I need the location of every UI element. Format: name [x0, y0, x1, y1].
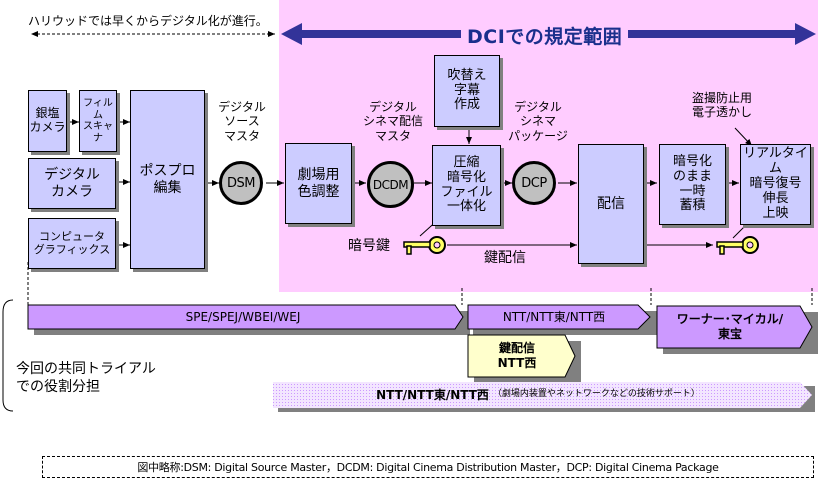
computer-graphics-box: コンピュータ グラフィックス [28, 218, 116, 269]
key-icon [403, 236, 446, 255]
role-bar-theaters [656, 305, 818, 354]
key-icon [716, 236, 759, 255]
postpro-edit-box: ポスプロ 編集 [130, 90, 205, 269]
role-key-delivery-text: 鍵配信 NTT西 [497, 341, 537, 370]
role-bar-key-delivery [467, 334, 581, 383]
watermark-label: 盗撮防止用 電子透かし [691, 91, 752, 120]
dcp-circle: DCP [512, 161, 556, 205]
dsm-caption: デジタル ソース マスタ [218, 100, 266, 143]
tech-support-note: （劇場内装置やネットワークなどの技術サポート） [492, 389, 700, 400]
tech-support-companies: NTT/NTT東/NTT西 [376, 387, 489, 402]
role-bar-studios [27, 304, 470, 335]
film-scanner-box: フィルム スキャナ [79, 90, 117, 152]
store-encrypted-box: 暗号化 のまま 一時 蓄積 [659, 144, 726, 225]
dsm-circle: DSM [219, 161, 263, 205]
distribution-box: 配信 [578, 144, 644, 264]
dubbing-subtitles-box: 吹替え 字幕 作成 [434, 55, 500, 127]
abbreviation-footnote: 図中略称:DSM: Digital Source Master，DCDM: Di… [42, 456, 814, 478]
role-tech-support-text: NTT/NTT東/NTT西 （劇場内装置やネットワークなどの技術サポート） [273, 382, 803, 408]
color-grading-box: 劇場用 色調整 [285, 143, 352, 224]
silver-halide-camera-box: 銀塩 カメラ [28, 90, 67, 152]
roles-section-label: 今回の共同トライアル での役割分担 [16, 361, 156, 395]
digital-camera-box: デジタル カメラ [28, 158, 116, 209]
dci-scope-title: DCIでの規定範囲 [461, 22, 629, 49]
dcdm-circle: DCDM [367, 161, 414, 208]
dcdm-caption: デジタル シネマ配信 マスタ [362, 100, 423, 143]
compress-encrypt-box: 圧縮 暗号化 ファイル 一体化 [432, 145, 501, 226]
key-delivery-label: 鍵配信 [484, 250, 526, 266]
role-ntt-text: NTT/NTT東/NTT西 [502, 309, 606, 324]
dcp-caption: デジタル シネマ パッケージ [508, 100, 568, 143]
hollywood-note: ハリウッドでは早くからデジタル化が進行。 [28, 14, 268, 28]
role-theaters-text: ワーナー･マイカル/ 東宝 [676, 312, 784, 341]
role-bar-ntt [467, 304, 663, 335]
encryption-key-label: 暗号鍵 [348, 238, 390, 254]
role-studios-text: SPE/SPEJ/WBEI/WEJ [185, 309, 301, 324]
realtime-playback-box: リアルタイム 暗号復号 伸長 上映 [740, 144, 811, 225]
roles-bracket [2, 299, 14, 412]
role-bar-tech-support [273, 382, 815, 412]
